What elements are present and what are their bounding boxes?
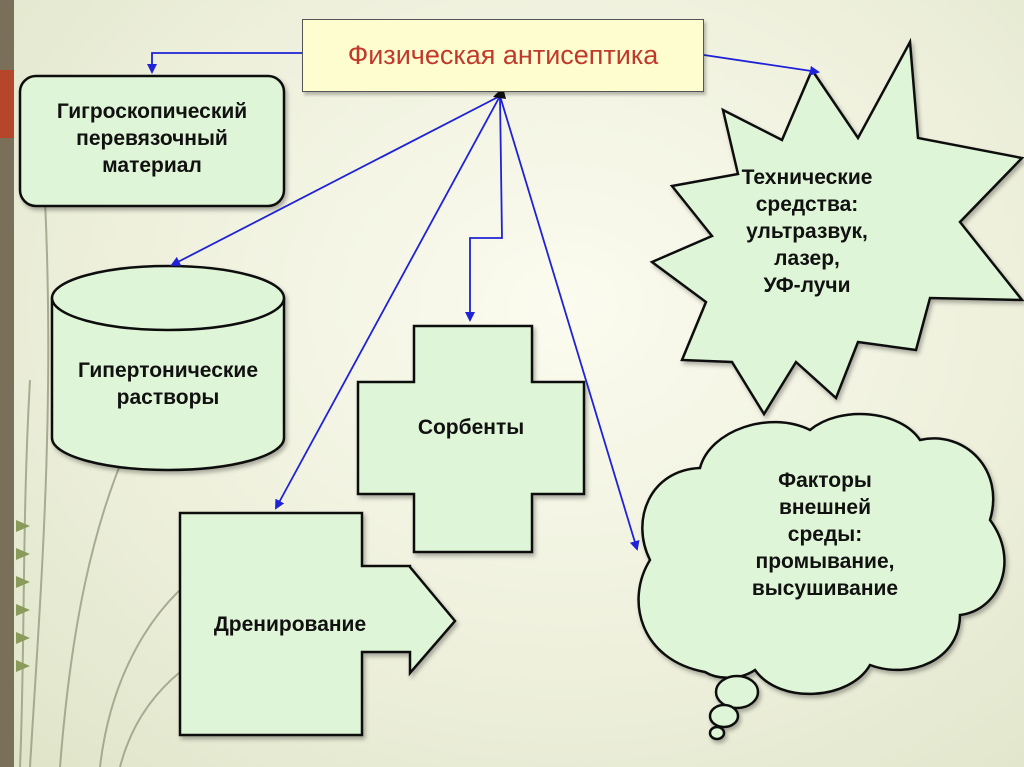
hygroscopic-line: Гигроскопический (22, 98, 282, 125)
drainage-line: Дренирование (180, 611, 400, 638)
sorbents-label: Сорбенты (358, 414, 584, 441)
hygroscopic-label: Гигроскопический перевязочный материал (22, 98, 282, 179)
environment-line: высушивание (730, 575, 920, 602)
hypertonic-line: Гипертонические (52, 357, 284, 384)
technical-line: средства: (722, 191, 892, 218)
title: Физическая антисептика (348, 40, 659, 71)
hygroscopic-line: материал (22, 152, 282, 179)
technical-line: ультразвук, (722, 218, 892, 245)
environment-label: Факторы внешней среды: промывание, высуш… (730, 467, 920, 602)
drainage-label: Дренирование (180, 611, 400, 638)
arrow-to-hygroscopic (152, 53, 302, 72)
environment-line: внешней (730, 494, 920, 521)
environment-line: среды: (730, 521, 920, 548)
technical-line: лазер, (722, 245, 892, 272)
technical-line: УФ-лучи (722, 272, 892, 299)
sidebar-accent (0, 70, 14, 138)
sorbents-line: Сорбенты (358, 414, 584, 441)
environment-line: Факторы (730, 467, 920, 494)
technical-label: Технические средства: ультразвук, лазер,… (722, 164, 892, 299)
arrow-to-sorbents (470, 96, 502, 320)
technical-line: Технические (722, 164, 892, 191)
arrow-to-technical (704, 55, 818, 72)
environment-line: промывание, (730, 548, 920, 575)
hypertonic-label: Гипертонические растворы (52, 357, 284, 411)
title-box: Физическая антисептика (302, 19, 704, 92)
hygroscopic-line: перевязочный (22, 125, 282, 152)
hypertonic-line: растворы (52, 384, 284, 411)
